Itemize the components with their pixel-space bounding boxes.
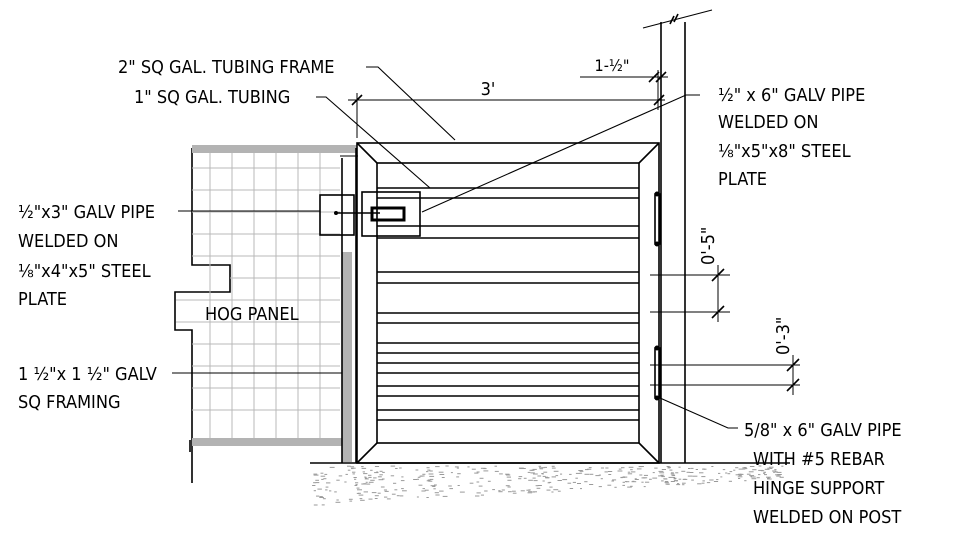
label-latch-pipe-3: ⅛"x5"x8" STEEL — [718, 141, 851, 162]
dim-gap-label: 1-½" — [595, 56, 630, 75]
dimension-gap: 1-½" — [580, 56, 668, 110]
label-latch-pipe-2: WELDED ON — [718, 112, 818, 133]
label-frame-tubing: 2" SQ GAL. TUBING FRAME — [118, 57, 335, 78]
gate-slats — [377, 187, 639, 421]
label-latch-pipe-4: PLATE — [718, 169, 767, 190]
dim-overall-label: 3' — [481, 79, 496, 100]
gate-frame — [356, 142, 660, 464]
label-framing-1: 1 ½"x 1 ½" GALV — [18, 364, 157, 385]
framing-post — [340, 148, 358, 463]
right-post — [642, 9, 735, 464]
latch-plate-small — [319, 194, 355, 236]
label-latch-plate-3: ⅛"x4"x5" STEEL — [18, 261, 151, 282]
dim-spacing-2-label: 0'-3" — [773, 317, 794, 355]
label-hinge-2: WITH #5 REBAR — [753, 449, 885, 470]
label-hog-panel: HOG PANEL — [205, 304, 299, 325]
label-framing-2: SQ FRAMING — [18, 392, 121, 413]
hog-panel — [176, 145, 357, 446]
latch-pipe — [370, 206, 406, 222]
label-latch-plate-4: PLATE — [18, 289, 67, 310]
latch-plate-large — [361, 191, 421, 237]
label-hinge-1: 5/8" x 6" GALV PIPE — [744, 420, 902, 441]
leader-lines — [172, 66, 738, 429]
dim-spacing-1-label: 0'-5" — [698, 227, 719, 265]
left-wall-outline — [174, 148, 231, 483]
label-latch-plate-2: WELDED ON — [18, 231, 118, 252]
label-hinge-4: WELDED ON POST — [753, 507, 901, 528]
latch-assembly — [319, 191, 421, 237]
label-hinge-3: HINGE SUPPORT — [753, 478, 884, 499]
ground-hatch — [310, 462, 790, 506]
dimension-overall: 3' — [348, 79, 665, 138]
hinges — [654, 191, 661, 401]
label-latch-pipe-1: ½" x 6" GALV PIPE — [718, 85, 865, 106]
annotations: 2" SQ GAL. TUBING FRAME 1" SQ GAL. TUBIN… — [18, 57, 902, 528]
label-sq-tubing: 1" SQ GAL. TUBING — [134, 87, 290, 108]
label-latch-plate-1: ½"x3" GALV PIPE — [18, 202, 155, 223]
dimension-slat-spacing: 0'-5" 0'-3" — [650, 227, 800, 395]
